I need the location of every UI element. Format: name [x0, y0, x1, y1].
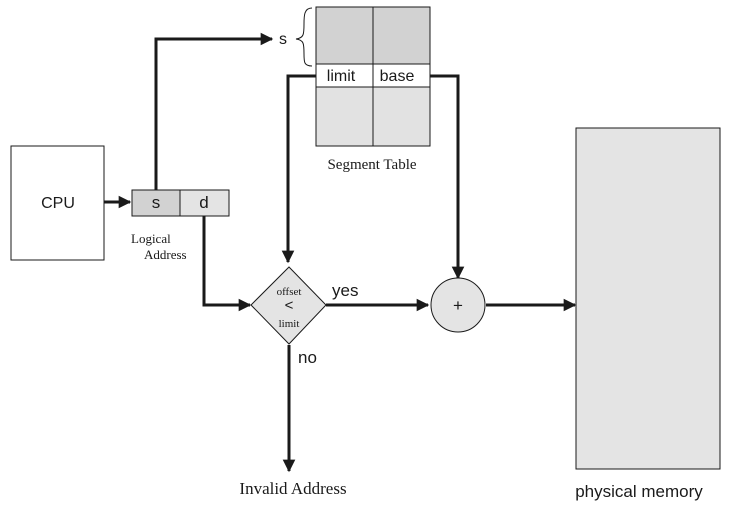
segment-number-cell [131, 189, 181, 217]
logical-address-caption-line2: Address [144, 247, 187, 262]
limit-label: limit [327, 68, 356, 85]
limit-arrow [281, 74, 316, 264]
physical-memory-label: physical memory [575, 482, 703, 501]
offset-label: d [199, 193, 208, 212]
no-label: no [298, 348, 317, 367]
segment-number-label: s [152, 193, 161, 212]
invalid-address-label: Invalid Address [239, 479, 346, 498]
comparator-line2: < [285, 297, 294, 314]
logical-address: s d Logical Address [131, 189, 230, 262]
comparator-line3: limit [279, 318, 300, 330]
segment-number-arrow [154, 32, 274, 190]
cpu-box: CPU [10, 145, 105, 261]
adder-circle: + [430, 277, 486, 333]
adder-symbol: + [453, 296, 463, 315]
yes-label: yes [332, 281, 358, 300]
comparator-diamond: offset < limit [250, 266, 327, 345]
segment-table-caption: Segment Table [327, 157, 416, 173]
index-brace [295, 7, 313, 67]
base-arrow [430, 74, 465, 280]
physical-memory: physical memory [575, 127, 721, 501]
logical-address-caption-line1: Logical [131, 231, 171, 246]
base-label: base [380, 68, 415, 85]
cpu-label: CPU [41, 195, 75, 212]
segment-index-label: s [279, 31, 287, 48]
comparator-line1: offset [277, 286, 302, 298]
connectors [104, 32, 577, 473]
offset-arrow [202, 216, 252, 312]
segment-table: limit base Segment Table s [279, 6, 431, 173]
